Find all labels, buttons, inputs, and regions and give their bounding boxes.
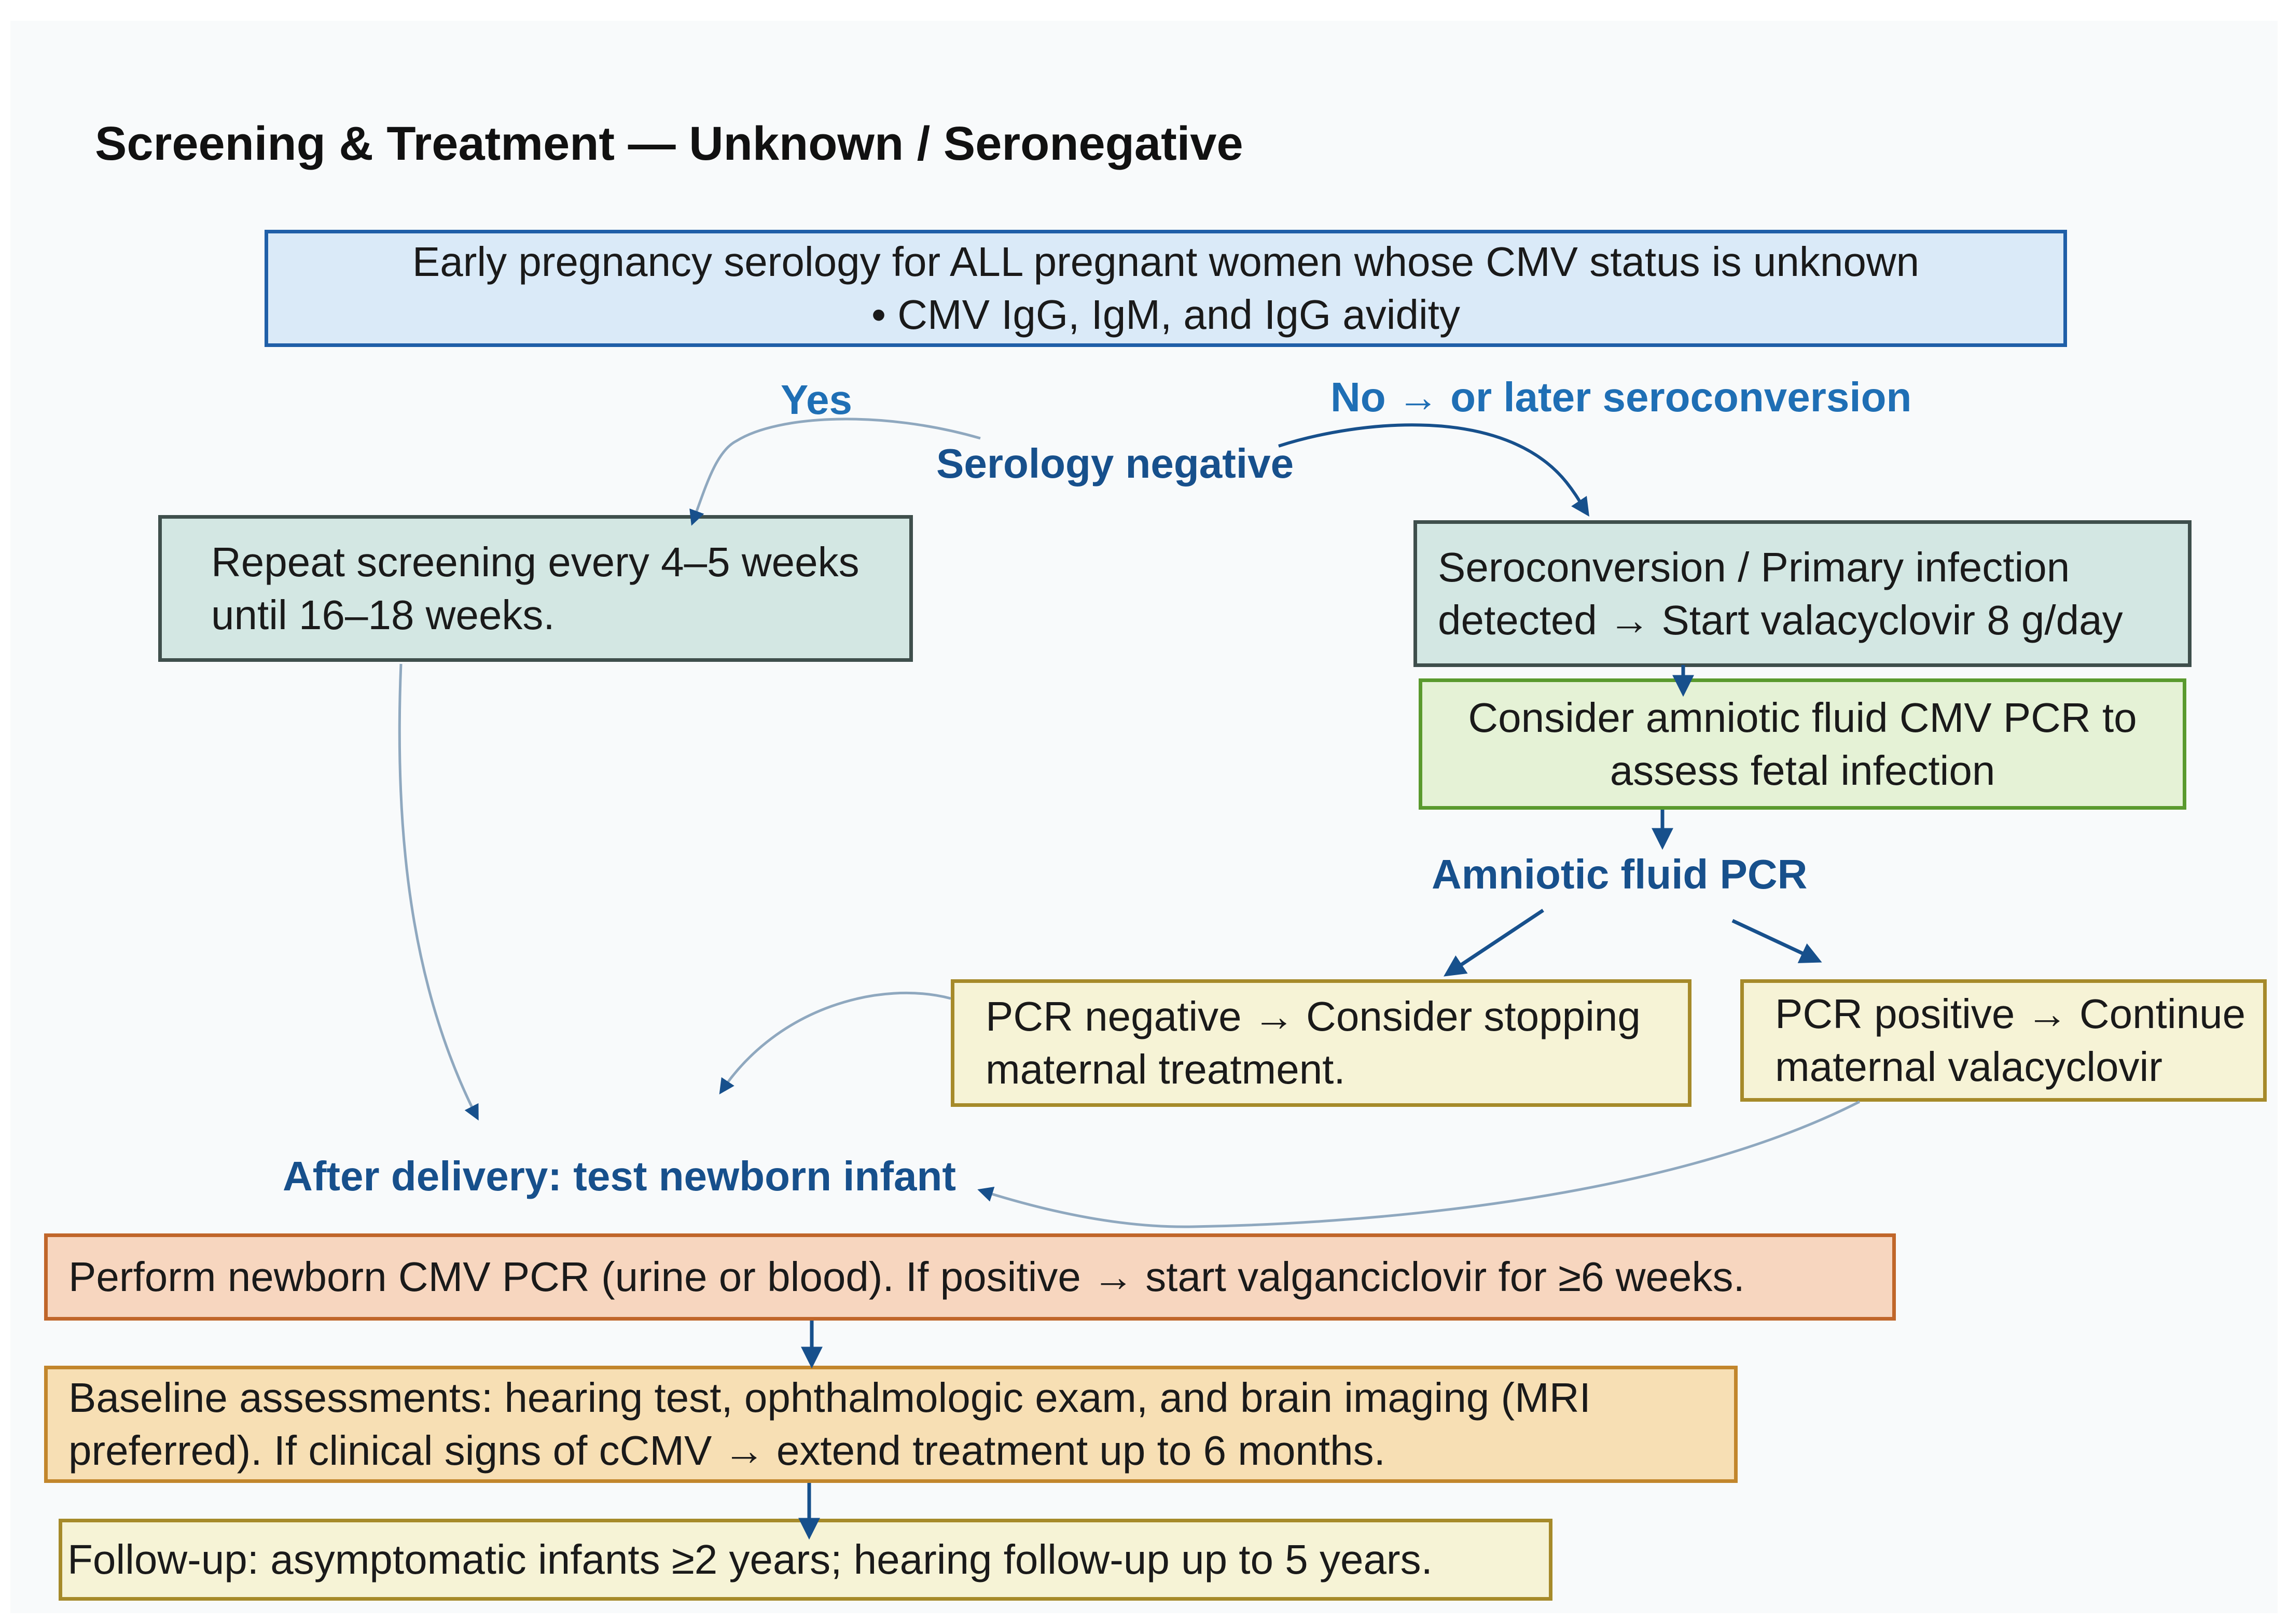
arrow-to-repeat-screening bbox=[689, 418, 981, 526]
diagram-title: Screening & Treatment — Unknown / Serone… bbox=[95, 117, 1243, 170]
box-pcr-negative-line2: maternal treatment. bbox=[986, 1046, 1346, 1092]
box-followup-line1: Follow-up: asymptomatic infants ≥2 years… bbox=[67, 1536, 1433, 1583]
box-amniotic-line2: assess fetal infection bbox=[1610, 747, 1995, 794]
box-seroconversion: Seroconversion / Primary infection detec… bbox=[1413, 520, 2192, 667]
arrow-pcr-negative-to-delivery bbox=[719, 991, 951, 1094]
box-baseline-assessments: Baseline assessments: hearing test, opht… bbox=[44, 1366, 1738, 1483]
box-newborn-line1: Perform newborn CMV PCR (urine or blood)… bbox=[68, 1254, 1745, 1300]
label-after-delivery: After delivery: test newborn infant bbox=[283, 1153, 956, 1199]
box-seroconversion-line2: detected → Start valacyclovir 8 g/day bbox=[1438, 596, 2123, 643]
box-initial-line2: • CMV IgG, IgM, and IgG avidity bbox=[871, 292, 1461, 338]
box-newborn-pcr: Perform newborn CMV PCR (urine or blood)… bbox=[44, 1233, 1896, 1321]
box-amniotic-line1: Consider amniotic fluid CMV PCR to bbox=[1468, 694, 2137, 741]
label-yes: Yes bbox=[781, 377, 852, 423]
label-serology-negative: Serology negative bbox=[936, 440, 1294, 487]
label-no-later-seroconversion: No → or later seroconversion bbox=[1330, 374, 1912, 420]
box-amniotic-fluid: Consider amniotic fluid CMV PCR to asses… bbox=[1419, 678, 2186, 810]
box-initial-line1: Early pregnancy serology for ALL pregnan… bbox=[412, 239, 1920, 285]
box-pcr-negative-line1: PCR negative → Consider stopping bbox=[986, 993, 1641, 1039]
arrow-to-pcr-positive bbox=[1731, 919, 1822, 963]
box-pcr-positive: PCR positive → Continue maternal valacyc… bbox=[1740, 979, 2267, 1102]
box-repeat-line2: until 16–18 weeks. bbox=[211, 591, 555, 638]
label-amniotic-fluid-pcr: Amniotic fluid PCR bbox=[1432, 851, 1808, 897]
box-repeat-screening: Repeat screening every 4–5 weeks until 1… bbox=[158, 515, 913, 662]
box-pcr-positive-line2: maternal valacyclovir bbox=[1775, 1044, 2162, 1090]
box-pcr-negative: PCR negative → Consider stopping materna… bbox=[951, 979, 1691, 1107]
box-pcr-positive-line1: PCR positive → Continue bbox=[1775, 991, 2246, 1037]
box-initial-serology: Early pregnancy serology for ALL pregnan… bbox=[265, 230, 2067, 347]
arrow-repeat-to-delivery bbox=[398, 663, 479, 1121]
box-baseline-line1: Baseline assessments: hearing test, opht… bbox=[68, 1375, 1591, 1421]
box-seroconversion-line1: Seroconversion / Primary infection bbox=[1438, 544, 2070, 590]
arrow-pcr-positive-to-delivery bbox=[977, 1100, 1861, 1228]
arrow-to-seroconversion bbox=[1278, 423, 1589, 517]
box-repeat-line1: Repeat screening every 4–5 weeks bbox=[211, 538, 859, 585]
box-baseline-line2: preferred). If clinical signs of cCMV → … bbox=[68, 1427, 1385, 1474]
arrow-to-pcr-negative bbox=[1444, 909, 1544, 977]
